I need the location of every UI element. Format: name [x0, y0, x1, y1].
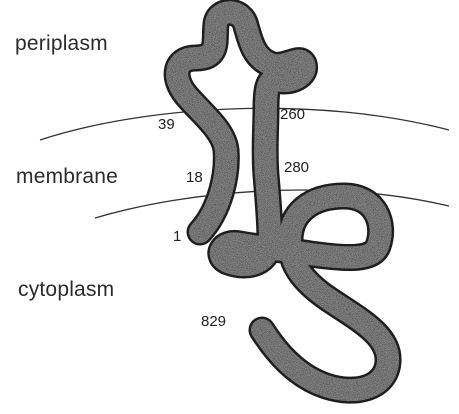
residue-260-label: 260 — [280, 106, 305, 123]
protein-strand — [177, 12, 388, 390]
periplasm-label: periplasm — [15, 32, 108, 56]
cytoplasm-label: cytoplasm — [18, 278, 114, 302]
residue-829-label: 829 — [201, 313, 226, 330]
residue-39-label: 39 — [158, 116, 175, 133]
residue-1-label: 1 — [173, 228, 181, 245]
residue-18-label: 18 — [186, 169, 203, 186]
residue-280-label: 280 — [284, 159, 309, 176]
membrane-outer-boundary — [40, 108, 449, 140]
membrane-label: membrane — [16, 165, 118, 189]
